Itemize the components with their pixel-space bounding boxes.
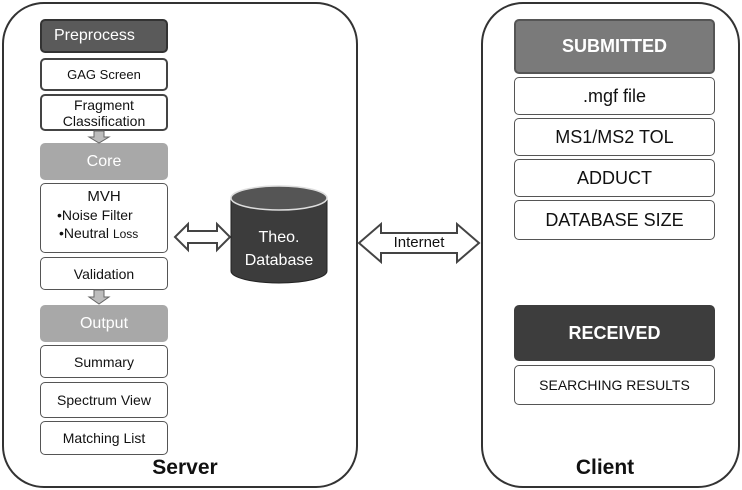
double-arrow-internet	[357, 221, 481, 265]
down-arrow-preprocess-core	[87, 130, 111, 144]
double-arrow-core-database	[173, 221, 232, 253]
gag-screen-box: GAG Screen	[40, 58, 168, 91]
preprocess-header: Preprocess	[40, 19, 168, 53]
noise-filter-label: •Noise Filter	[57, 207, 133, 223]
validation-box: Validation	[40, 257, 168, 290]
received-header: RECEIVED	[514, 305, 715, 361]
neutral-loss-label: •Neutral Loss	[59, 225, 138, 241]
spectrum-view-box: Spectrum View	[40, 382, 168, 418]
server-caption: Server	[152, 456, 218, 479]
classification-label: Classification	[62, 112, 146, 129]
neutral-label: •Neutral	[59, 225, 110, 241]
mvh-label: MVH	[87, 188, 121, 205]
ms1-ms2-tol-box: MS1/MS2 TOL	[514, 118, 715, 156]
adduct-box: ADDUCT	[514, 159, 715, 197]
mvh-box: MVH •Noise Filter •Neutral Loss	[40, 183, 168, 253]
fragment-classification-box: Fragment Classification	[40, 94, 168, 131]
down-arrow-core-output	[87, 289, 111, 305]
mgf-file-box: .mgf file	[514, 77, 715, 115]
searching-results-box: SEARCHING RESULTS	[514, 365, 715, 405]
submitted-header: SUBMITTED	[514, 19, 715, 74]
fragment-label: Fragment	[74, 96, 134, 113]
internet-label: Internet	[393, 234, 445, 251]
client-caption: Client	[575, 456, 635, 479]
summary-box: Summary	[40, 345, 168, 378]
matching-list-box: Matching List	[40, 421, 168, 455]
database-label-line1: Theo.	[258, 229, 300, 246]
loss-label: Loss	[112, 227, 139, 241]
core-header: Core	[40, 143, 168, 180]
database-label-line2: Database	[244, 252, 314, 269]
output-header: Output	[40, 305, 168, 342]
database-cylinder	[230, 185, 328, 284]
database-size-box: DATABASE SIZE	[514, 200, 715, 240]
